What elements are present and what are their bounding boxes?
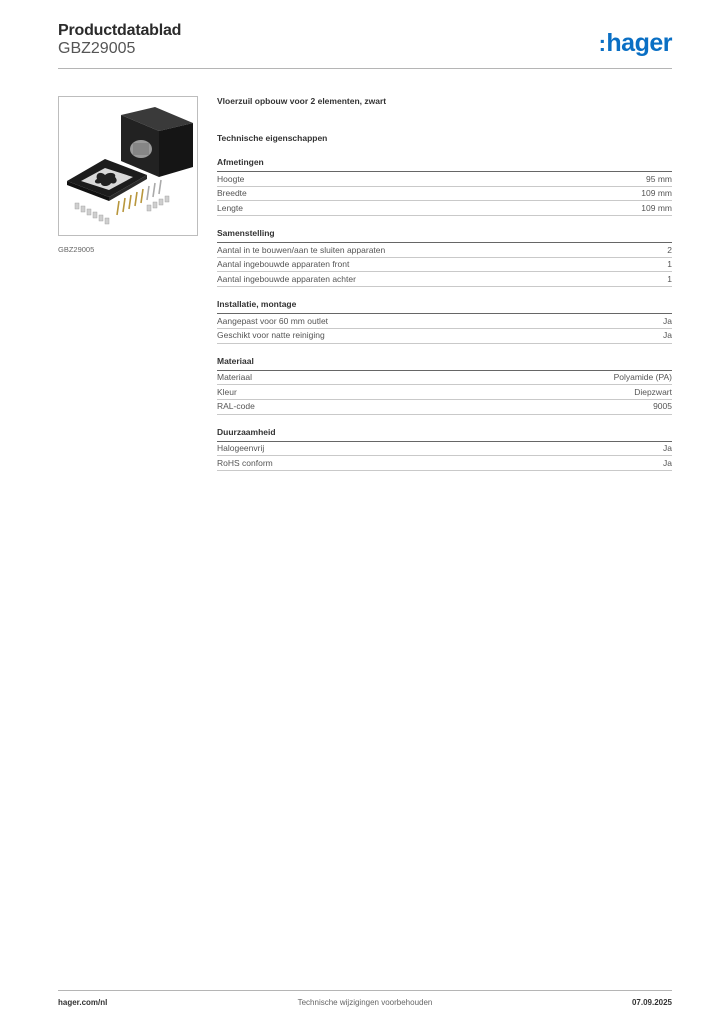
logo-text: hager bbox=[606, 29, 672, 57]
property-value: Ja bbox=[663, 443, 672, 454]
footer-divider bbox=[58, 990, 672, 991]
image-caption: GBZ29005 bbox=[58, 245, 95, 254]
property-row: Aantal ingebouwde apparaten achter 1 bbox=[217, 272, 672, 288]
product-photo-icon bbox=[67, 107, 193, 225]
group-title: Installatie, montage bbox=[217, 299, 672, 315]
property-row: Aangepast voor 60 mm outlet Ja bbox=[217, 314, 672, 329]
section-title: Technische eigenschappen bbox=[217, 133, 328, 143]
property-value: 109 mm bbox=[641, 202, 672, 213]
property-value: 9005 bbox=[653, 401, 672, 412]
property-value: 2 bbox=[667, 244, 672, 255]
property-label: Materiaal bbox=[217, 372, 252, 382]
property-label: Aantal ingebouwde apparaten achter bbox=[217, 273, 356, 284]
property-value: Polyamide (PA) bbox=[613, 372, 672, 382]
property-value: Ja bbox=[663, 330, 672, 341]
property-row: Aantal ingebouwde apparaten front 1 bbox=[217, 258, 672, 273]
property-value: 1 bbox=[667, 259, 672, 270]
property-value: Diepzwart bbox=[634, 386, 672, 397]
property-label: Lengte bbox=[217, 202, 243, 213]
footer-date: 07.09.2025 bbox=[631, 998, 672, 1007]
property-value: Ja bbox=[663, 457, 672, 468]
document-title: Productdatablad bbox=[58, 22, 182, 39]
group-title: Afmetingen bbox=[217, 157, 672, 172]
footer-disclaimer: Technische wijzigingen voorbehouden bbox=[297, 998, 433, 1007]
property-row: Materiaal Polyamide (PA) bbox=[217, 371, 672, 386]
group-title: Materiaal bbox=[217, 356, 672, 371]
group-title: Duurzaamheid bbox=[217, 427, 672, 442]
group-title: Samenstelling bbox=[217, 228, 672, 244]
property-row: Geschikt voor natte reiniging Ja bbox=[217, 329, 672, 344]
property-label: Halogeenvrij bbox=[217, 443, 265, 454]
property-row: Aantal in te bouwen/aan te sluiten appar… bbox=[217, 243, 672, 258]
property-label: Geschikt voor natte reiniging bbox=[217, 330, 325, 341]
footer-website: hager.com/nl bbox=[58, 998, 108, 1007]
header-divider bbox=[58, 68, 672, 69]
page-header: Productdatablad GBZ29005 :hager bbox=[58, 22, 672, 68]
property-label: Hoogte bbox=[217, 173, 245, 184]
property-label: RoHS conform bbox=[217, 457, 273, 468]
property-label: Kleur bbox=[217, 386, 237, 397]
product-image bbox=[58, 96, 198, 236]
property-value: 1 bbox=[667, 273, 672, 284]
product-description: Vloerzuil opbouw voor 2 elementen, zwart bbox=[217, 96, 387, 106]
property-row: Breedte 109 mm bbox=[217, 187, 672, 202]
property-label: Aangepast voor 60 mm outlet bbox=[217, 315, 329, 326]
property-value: 95 mm bbox=[646, 173, 672, 184]
logo-colon-icon: : bbox=[598, 31, 606, 56]
property-label: Aantal in te bouwen/aan te sluiten appar… bbox=[217, 244, 386, 255]
property-row: RoHS conform Ja bbox=[217, 456, 672, 471]
property-row: Kleur Diepzwart bbox=[217, 385, 672, 400]
property-value: 109 mm bbox=[641, 188, 672, 199]
hager-logo: :hager bbox=[598, 29, 673, 57]
property-label: Breedte bbox=[217, 188, 247, 199]
property-label: Aantal ingebouwde apparaten front bbox=[217, 259, 350, 270]
property-row: RAL-code 9005 bbox=[217, 400, 672, 415]
property-value: Ja bbox=[663, 315, 672, 326]
property-row: Lengte 109 mm bbox=[217, 201, 672, 217]
property-label: RAL-code bbox=[217, 401, 255, 412]
property-row: Halogeenvrij Ja bbox=[217, 442, 672, 457]
product-details: Vloerzuil opbouw voor 2 elementen, zwart… bbox=[217, 96, 672, 483]
property-row: Hoogte 95 mm bbox=[217, 172, 672, 187]
product-code: GBZ29005 bbox=[58, 40, 136, 57]
